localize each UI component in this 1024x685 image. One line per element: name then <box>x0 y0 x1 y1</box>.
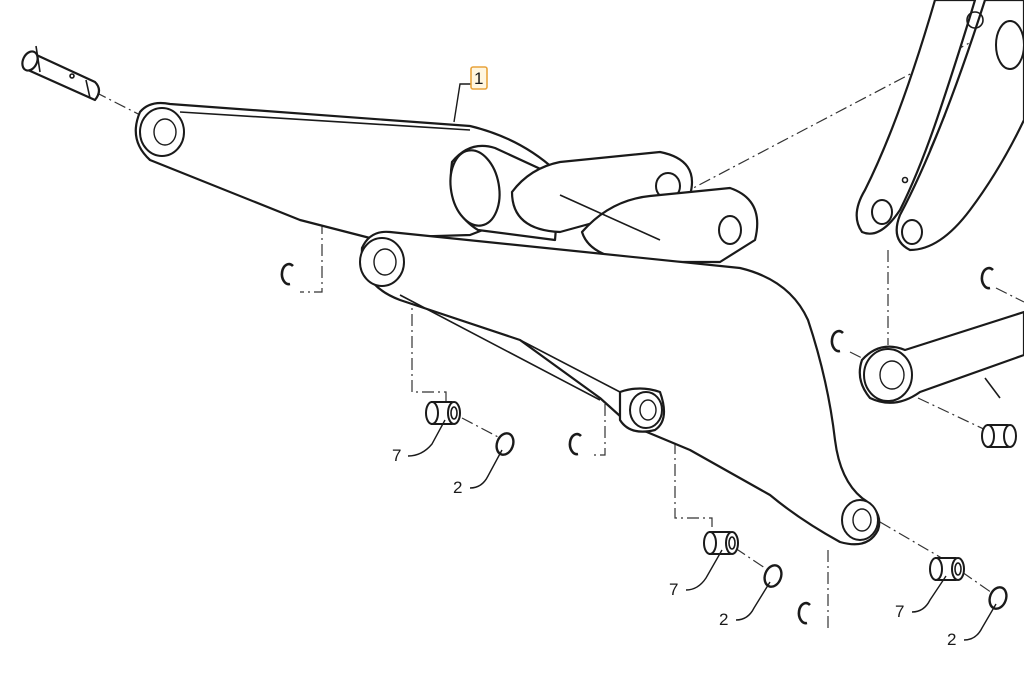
callout-1-highlight <box>470 66 488 90</box>
o-ring-3 <box>988 586 1008 610</box>
callout-7a[interactable]: 7 <box>392 446 401 465</box>
callout-7b[interactable]: 7 <box>669 580 678 599</box>
callout-2b[interactable]: 2 <box>719 610 728 629</box>
pivot-pin <box>21 45 101 102</box>
front-lift-arm <box>359 230 881 546</box>
retaining-clip-2 <box>568 432 582 456</box>
bushing-4 <box>981 424 1017 448</box>
retaining-clip-1 <box>280 262 294 286</box>
callout-2a[interactable]: 2 <box>453 478 462 497</box>
retaining-clip-3 <box>797 601 811 625</box>
o-ring-1 <box>495 432 515 456</box>
callout-1[interactable]: 1 <box>474 69 483 88</box>
bushing-3 <box>929 557 965 581</box>
retaining-clip-4 <box>830 329 844 353</box>
bushings <box>425 401 1017 581</box>
bushing-2 <box>703 531 739 555</box>
center-lines <box>94 39 1024 630</box>
bushing-1 <box>425 401 461 425</box>
o-rings <box>495 432 1008 610</box>
callout-2c[interactable]: 2 <box>947 630 956 649</box>
callout-labels: 1 7 2 7 2 7 2 <box>392 66 956 649</box>
o-ring-2 <box>763 564 783 588</box>
lower-right-link <box>858 310 1024 404</box>
bracket-plates <box>510 150 759 264</box>
retaining-clips <box>280 262 994 625</box>
retaining-clip-5 <box>980 266 994 290</box>
upper-right-linkage <box>855 0 1024 252</box>
callout-7c[interactable]: 7 <box>895 602 904 621</box>
callout-leaders <box>407 83 997 641</box>
